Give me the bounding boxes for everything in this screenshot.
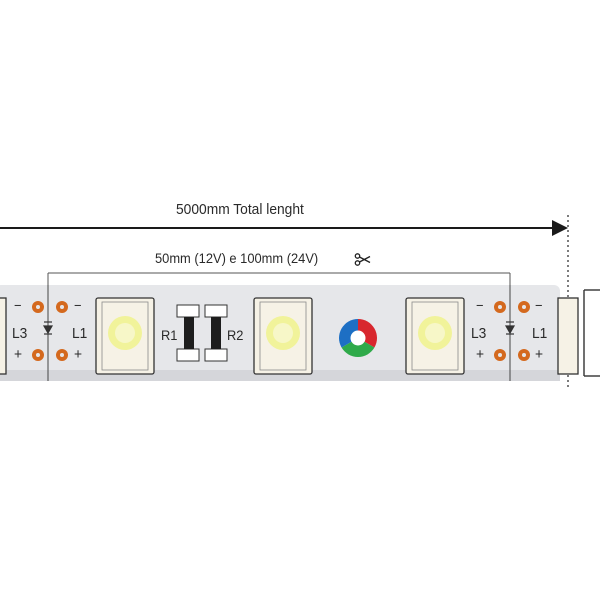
- pad-plus-left-b: +: [74, 346, 83, 363]
- smd-led-2: [253, 297, 313, 375]
- smd-led-partial-right: [557, 297, 579, 375]
- pad-label-l3-left: L3: [12, 325, 28, 342]
- led-strip-edge-shade: [0, 370, 560, 381]
- resistor-r2: [204, 304, 228, 362]
- pad-minus-left-b: −: [74, 297, 82, 313]
- pad-plus-right-b: +: [535, 346, 544, 363]
- total-length-arrow: [0, 220, 568, 236]
- rgb-logo-icon: [339, 319, 377, 357]
- smd-led-1: [95, 297, 155, 375]
- pad-label-l1-right: L1: [532, 325, 548, 342]
- pad-plus-left-a: +: [14, 346, 23, 363]
- diode-mark-left: [42, 321, 54, 335]
- total-length-label: 5000mm Total lenght: [176, 201, 304, 218]
- resistor-label-r1: R1: [161, 327, 178, 343]
- cut-interval-label: 50mm (12V) e 100mm (24V): [155, 250, 319, 266]
- pad-plus-right-a: +: [476, 346, 485, 363]
- smd-led-partial-left: [0, 297, 7, 375]
- smd-led-3: [405, 297, 465, 375]
- resistor-label-r2: R2: [227, 327, 244, 343]
- scissors-icon: [354, 253, 371, 266]
- pad-minus-right-b: −: [535, 297, 543, 313]
- resistor-r1: [176, 304, 200, 362]
- diode-mark-right: [504, 321, 516, 335]
- pad-minus-right-a: −: [476, 297, 484, 313]
- strip-end-bracket: [583, 289, 600, 377]
- pad-label-l1-left: L1: [72, 325, 88, 342]
- pad-minus-left-a: −: [14, 297, 22, 313]
- pad-label-l3-right: L3: [471, 325, 487, 342]
